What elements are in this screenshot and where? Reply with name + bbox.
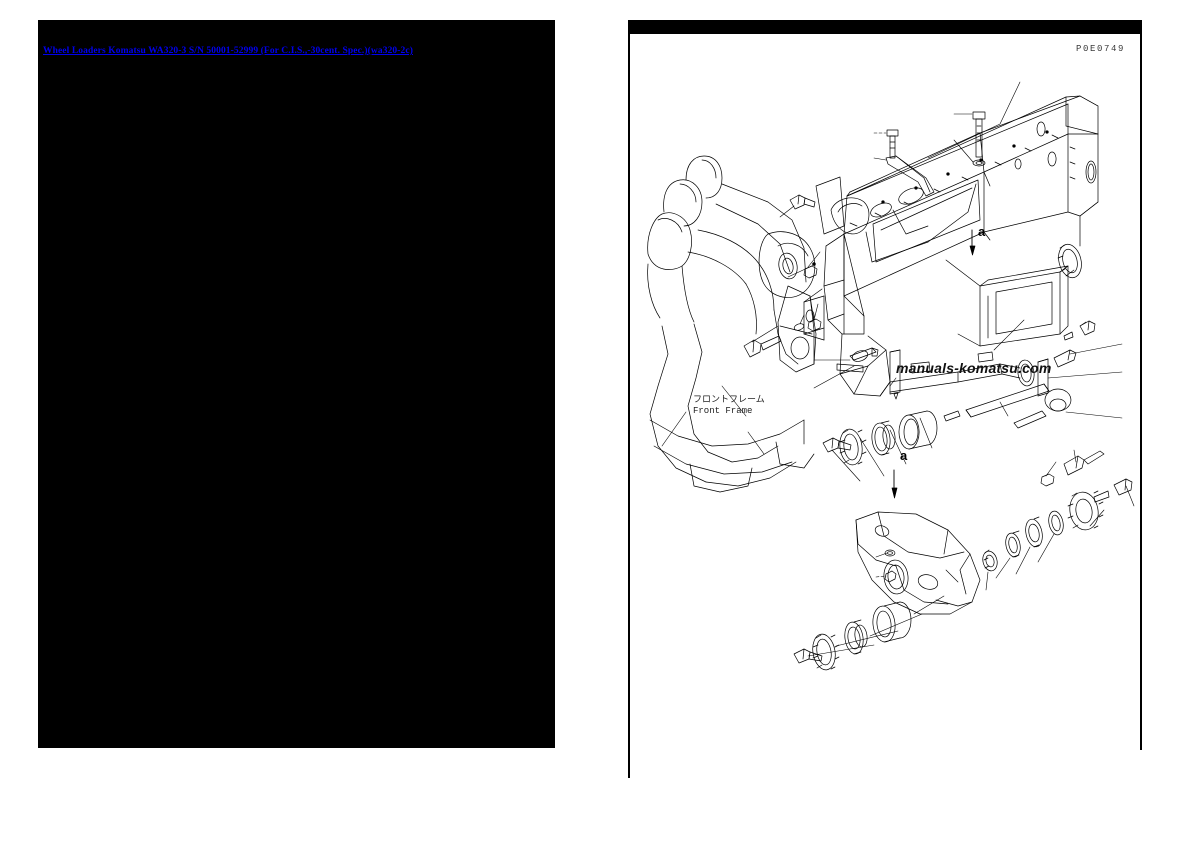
diagram-right-rule [1140,34,1142,750]
detail-mark-a-top: a [978,224,986,239]
plate-code-label: P0E0749 [1076,44,1126,54]
watermark-text: manuals-komatsu.com [896,360,1052,376]
diagram-left-rule [628,34,630,778]
section-label-jp: フロントフレーム [693,395,765,405]
section-label-en: Front Frame [693,406,753,416]
section-label: フロントフレーム Front Frame [693,395,765,417]
document-title-link[interactable]: Wheel Loaders Komatsu WA320-3 S/N 50001-… [43,46,413,56]
front-frame-exploded-drawing [628,34,1140,778]
document-preview-panel: Wheel Loaders Komatsu WA320-3 S/N 50001-… [38,20,555,748]
detail-mark-a-mid: a [900,448,908,463]
diagram-top-bar [628,20,1142,34]
drawing-canvas [647,81,1135,671]
parts-diagram-panel: P0E0749 [628,20,1142,778]
